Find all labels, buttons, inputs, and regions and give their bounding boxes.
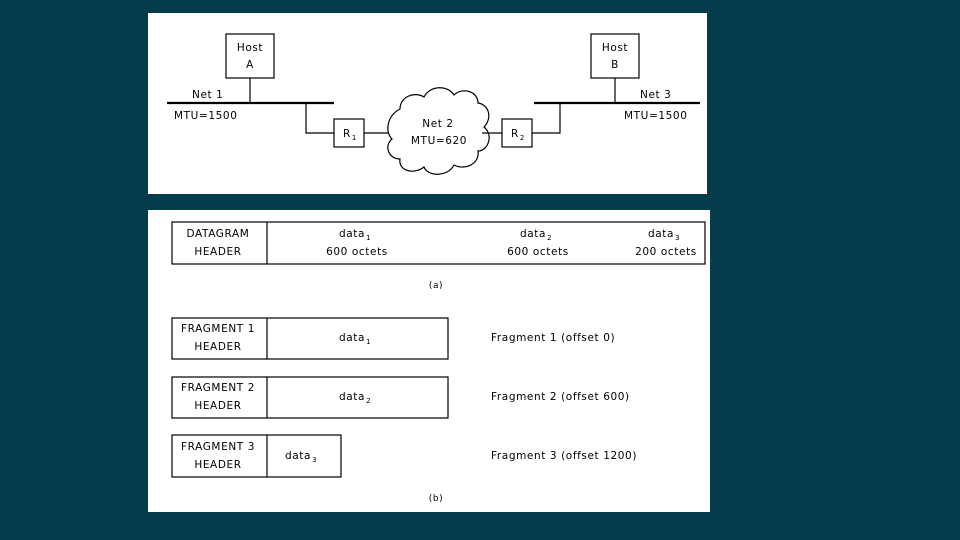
router-r2-label: R2 bbox=[511, 128, 525, 142]
host-b-box bbox=[590, 33, 640, 79]
datagram-data3-label: data3 bbox=[648, 228, 680, 242]
fragment-2-box bbox=[171, 376, 449, 419]
host-a-label-1: Host bbox=[237, 42, 263, 54]
datagram-data1-size: 600 octets bbox=[326, 246, 388, 258]
fragment-3-box bbox=[171, 434, 342, 478]
network-diagram-panel: Host A Net 1 MTU=1500 R1 Net 2 MTU=620 R… bbox=[148, 13, 707, 194]
fragment-1-header-line1: FRAGMENT 1 bbox=[181, 323, 255, 335]
fragment-3-header-line1: FRAGMENT 3 bbox=[181, 441, 255, 453]
datagram-data2-size: 600 octets bbox=[507, 246, 569, 258]
fragment-3-data-label: data3 bbox=[285, 450, 317, 464]
net1-mtu: MTU=1500 bbox=[174, 110, 237, 122]
router-r1-label: R1 bbox=[343, 128, 357, 142]
net1-label: Net 1 bbox=[192, 89, 223, 101]
caption-a: (a) bbox=[429, 281, 443, 291]
net3-label: Net 3 bbox=[640, 89, 671, 101]
fragment-2-header-line2: HEADER bbox=[194, 400, 241, 412]
caption-b: (b) bbox=[429, 494, 444, 504]
net3-mtu: MTU=1500 bbox=[624, 110, 687, 122]
datagram-header-line1: DATAGRAM bbox=[187, 228, 250, 240]
fragment-3-header-line2: HEADER bbox=[194, 459, 241, 471]
net1-router-link bbox=[305, 103, 334, 134]
fragment-2-data-label: data2 bbox=[339, 391, 371, 405]
net2-mtu: MTU=620 bbox=[411, 135, 467, 147]
datagram-header-line2: HEADER bbox=[194, 246, 241, 258]
fragmentation-diagram: DATAGRAM HEADER data1 600 octets data2 6… bbox=[171, 221, 706, 504]
fragment-1-box bbox=[171, 317, 449, 360]
datagram-box bbox=[171, 221, 706, 265]
host-a-label-2: A bbox=[246, 59, 254, 71]
host-b-label-1: Host bbox=[602, 42, 628, 54]
host-a-box bbox=[225, 33, 275, 79]
datagram-data1-label: data1 bbox=[339, 228, 371, 242]
net2-label: Net 2 bbox=[422, 118, 453, 130]
fragment-1-label: Fragment 1 (offset 0) bbox=[491, 332, 615, 344]
net2-cloud bbox=[387, 87, 490, 175]
datagram-data3-size: 200 octets bbox=[635, 246, 697, 258]
network-diagram: Host A Net 1 MTU=1500 R1 Net 2 MTU=620 R… bbox=[167, 33, 700, 175]
fragment-2-header-line1: FRAGMENT 2 bbox=[181, 382, 255, 394]
host-b-label-2: B bbox=[611, 59, 619, 71]
datagram-data2-label: data2 bbox=[520, 228, 552, 242]
r2-net3-link bbox=[532, 103, 561, 134]
fragmentation-panel: DATAGRAM HEADER data1 600 octets data2 6… bbox=[148, 210, 710, 512]
fragment-3-label: Fragment 3 (offset 1200) bbox=[491, 450, 637, 462]
fragment-1-data-label: data1 bbox=[339, 332, 371, 346]
fragment-2-label: Fragment 2 (offset 600) bbox=[491, 391, 630, 403]
fragment-1-header-line2: HEADER bbox=[194, 341, 241, 353]
